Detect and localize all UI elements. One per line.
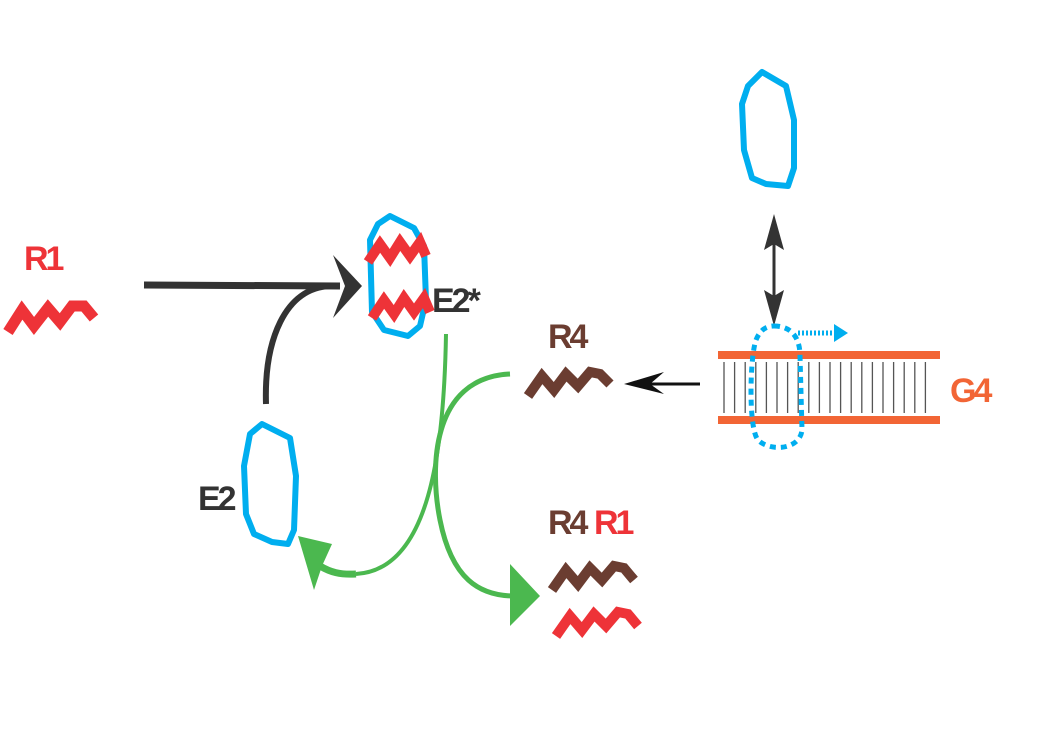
binding-double-arrow [764,214,784,326]
r4-r1-product: R4 R1 [547,504,642,639]
g4-label: G4 [950,372,992,410]
g4-gene: G4 [718,351,995,424]
e2-star-r1-bottom-icon [367,287,435,323]
product-r1-label: R1 [594,504,634,542]
e2-star-label: E2* [432,282,482,320]
e2-star-r1-top-icon [363,231,431,267]
r4-label: R4 [548,318,589,356]
g4-top-strand [718,351,940,359]
r4-to-product-curve [432,371,513,599]
e2-star-complex: E2* [363,213,485,339]
polymerase-enzyme-icon [739,69,797,189]
product-r4-strand-icon [547,560,638,593]
product-r4-label: R4 [548,504,589,542]
g4-to-r4-arrow [624,372,700,394]
g4-base-pairs [723,362,927,413]
r1-to-e2star-arrow [143,255,362,318]
r1-label: R1 [24,240,64,278]
r4-strand-icon [523,366,614,399]
e2-arrowhead-icon [298,536,332,590]
e2-enzyme-icon [241,421,299,547]
product-r1-strand-icon [551,606,642,639]
product-arrowhead-icon [510,564,540,626]
g4-bottom-strand [718,416,940,424]
e2-group: E2 [198,421,299,547]
r4-group: R4 [523,318,614,399]
e2-to-e2star-curve [262,283,331,405]
r1-free-group: R1 [3,240,99,336]
r1-strand-icon [3,299,99,336]
bound-polymerase-icon [748,323,805,450]
e2-label: E2 [198,480,236,518]
e2-star-enzyme-icon [367,213,429,339]
green-reaction-curves [298,333,540,626]
e2star-to-e2-curve [355,333,448,576]
bound-polymerase [748,323,848,450]
